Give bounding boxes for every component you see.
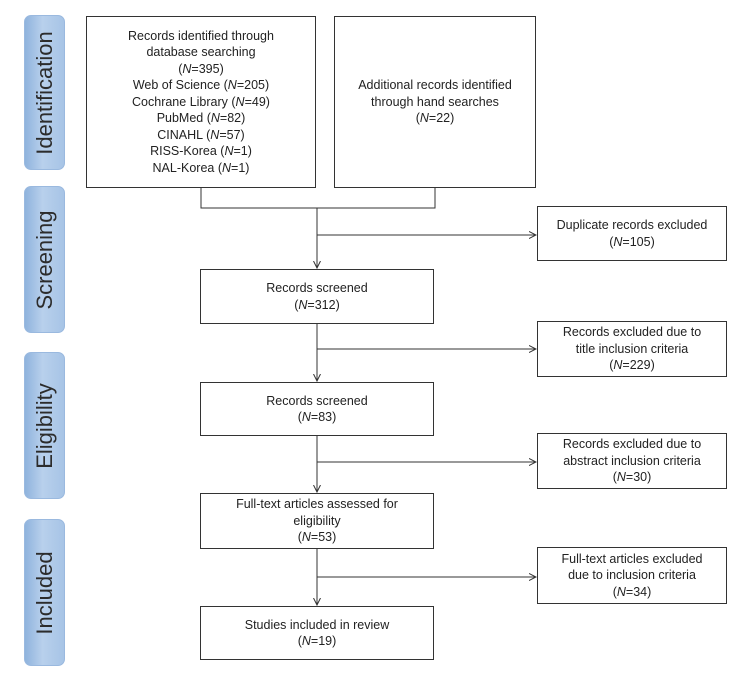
box-excluded-title: Records excluded due to title inclusion … bbox=[537, 321, 727, 377]
box-hand-search: Additional records identified through ha… bbox=[334, 16, 536, 188]
box-excluded-abstract-line-1: Records excluded due to bbox=[562, 437, 702, 452]
phase-screening-label: Screening bbox=[31, 209, 57, 310]
box-studies-included: Studies included in review (N=19) bbox=[200, 606, 434, 660]
box-records-screened-1: Records screened (N=312) bbox=[200, 269, 434, 324]
phase-included: Included bbox=[24, 519, 65, 666]
box-fulltext-count: (N=53) bbox=[297, 530, 337, 545]
box-database-count: (N=395) bbox=[178, 61, 224, 76]
phase-identification: Identification bbox=[24, 15, 65, 170]
box-excluded-fulltext: Full-text articles excluded due to inclu… bbox=[537, 547, 727, 604]
box-fulltext-line-1: Full-text articles assessed for bbox=[236, 497, 398, 512]
box-screened-2-line-1: Records screened bbox=[266, 393, 368, 408]
box-excluded-fulltext-line-1: Full-text articles excluded bbox=[561, 551, 703, 566]
box-excluded-title-count: (N=229) bbox=[609, 358, 655, 373]
source-cinahl: CINAHL (N=57) bbox=[157, 127, 245, 142]
box-screened-2-count: (N=83) bbox=[297, 410, 337, 424]
phase-eligibility: Eligibility bbox=[24, 352, 65, 499]
box-included-line-1: Studies included in review bbox=[244, 617, 390, 632]
source-nal-korea: NAL-Korea (N=1) bbox=[152, 160, 250, 175]
box-database-search: Records identified through database sear… bbox=[86, 16, 316, 188]
box-duplicates-excluded: Duplicate records excluded (N=105) bbox=[537, 206, 727, 261]
merge-line bbox=[200, 188, 436, 209]
source-web-of-science: Web of Science (N=205) bbox=[132, 78, 270, 93]
box-duplicates-line-1: Duplicate records excluded bbox=[556, 218, 708, 232]
box-excluded-abstract: Records excluded due to abstract inclusi… bbox=[537, 433, 727, 489]
box-fulltext-line-2: eligibility bbox=[293, 513, 341, 528]
box-fulltext-assessed: Full-text articles assessed for eligibil… bbox=[200, 493, 434, 549]
source-riss-korea: RISS-Korea (N=1) bbox=[150, 144, 252, 159]
box-excluded-title-line-1: Records excluded due to bbox=[562, 325, 702, 340]
box-records-screened-2: Records screened (N=83) bbox=[200, 382, 434, 436]
box-excluded-abstract-count: (N=30) bbox=[612, 470, 652, 485]
box-included-count: (N=19) bbox=[297, 634, 337, 648]
source-pubmed: PubMed (N=82) bbox=[156, 111, 246, 126]
box-excluded-title-line-2: title inclusion criteria bbox=[575, 341, 689, 356]
source-cochrane-library: Cochrane Library (N=49) bbox=[132, 94, 270, 109]
box-screened-1-line-1: Records screened bbox=[266, 281, 368, 295]
box-excluded-abstract-line-2: abstract inclusion criteria bbox=[563, 453, 701, 468]
box-hand-search-line-1: Additional records identified bbox=[358, 78, 512, 93]
box-database-line-1: Records identified through bbox=[128, 28, 274, 43]
box-excluded-fulltext-count: (N=34) bbox=[612, 584, 652, 599]
box-screened-1-count: (N=312) bbox=[294, 297, 340, 312]
box-hand-search-count: (N=22) bbox=[415, 111, 455, 126]
box-database-line-2: database searching bbox=[146, 45, 256, 60]
phase-eligibility-label: Eligibility bbox=[31, 382, 57, 469]
phase-identification-label: Identification bbox=[31, 30, 57, 155]
box-duplicates-count: (N=105) bbox=[609, 234, 655, 249]
box-hand-search-line-2: through hand searches bbox=[371, 94, 499, 109]
box-excluded-fulltext-line-2: due to inclusion criteria bbox=[568, 568, 696, 583]
phase-included-label: Included bbox=[31, 550, 57, 635]
phase-screening: Screening bbox=[24, 186, 65, 333]
